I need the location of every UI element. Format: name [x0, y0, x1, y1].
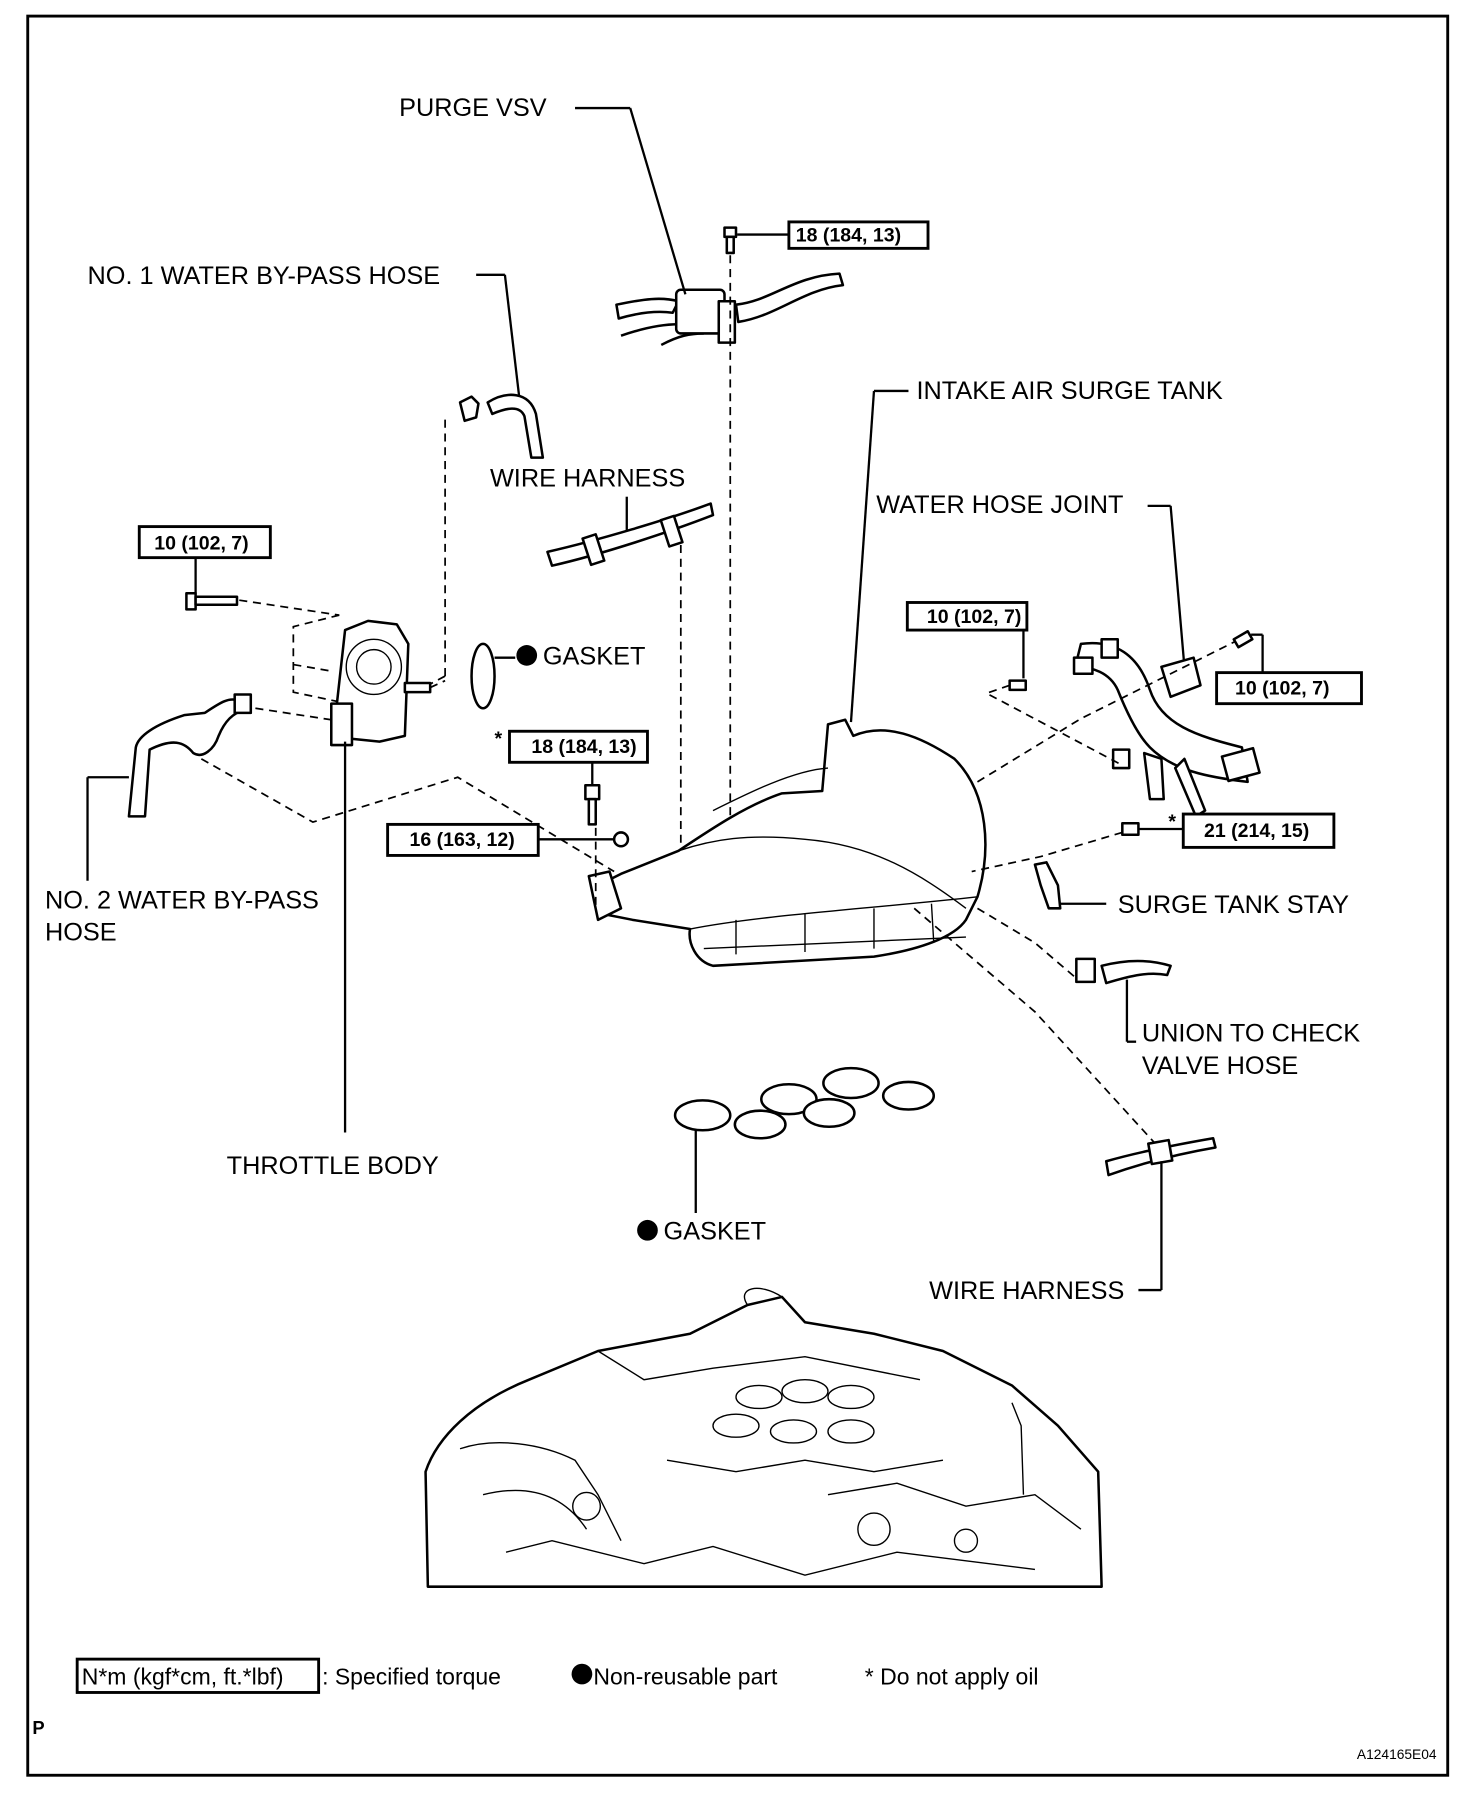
intake-manifold-gasket-part [673, 1066, 936, 1140]
no2-water-bypass-hose [127, 698, 246, 818]
svg-text:10 (102, 7): 10 (102, 7) [927, 606, 1021, 628]
torque-box-purge-vsv [787, 220, 930, 250]
label-wire-harness-bottom: WIRE HARNESS [929, 1277, 1124, 1305]
label-union-line1: UNION TO CHECK [1142, 1020, 1360, 1048]
hose-clamp-icon [233, 693, 253, 715]
hose-clamp-icon [1075, 957, 1096, 984]
intake-air-surge-tank-part [587, 718, 987, 968]
svg-text:10 (102, 7): 10 (102, 7) [1235, 677, 1329, 699]
label-no2-water-bypass-hose-line1: NO. 2 WATER BY-PASS [45, 886, 319, 914]
torque-box-throttle-bolt [137, 525, 272, 560]
svg-text:*: * [1168, 811, 1176, 833]
legend-torque-unit: N*m (kgf*cm, ft.*lbf) [82, 1663, 284, 1689]
label-wire-harness-top: WIRE HARNESS [490, 464, 685, 492]
legend-no-oil: * Do not apply oil [865, 1663, 1039, 1689]
page-frame [26, 14, 1450, 1777]
label-no1-water-bypass-hose: NO. 1 WATER BY-PASS HOSE [88, 262, 441, 290]
bolt-icon [185, 592, 239, 611]
svg-text:18 (184, 13): 18 (184, 13) [531, 736, 636, 758]
bolt-icon [1121, 821, 1140, 837]
nonreusable-dot-icon [516, 645, 538, 666]
torque-box-joint-right [1215, 671, 1363, 706]
purge-vsv-part [615, 272, 845, 347]
label-intake-air-surge-tank: INTAKE AIR SURGE TANK [917, 377, 1223, 405]
bolt-icon [723, 226, 738, 255]
label-gasket-manifold: GASKET [664, 1217, 767, 1245]
svg-text:18 (184, 13): 18 (184, 13) [796, 224, 901, 246]
label-gasket-throttle: GASKET [543, 643, 646, 671]
no1-water-bypass-hose [486, 393, 545, 459]
svg-text:10 (102, 7): 10 (102, 7) [154, 533, 248, 555]
svg-text:21 (214, 15): 21 (214, 15) [1204, 820, 1309, 842]
union-check-valve-hose-part [1100, 959, 1172, 985]
label-water-hose-joint: WATER HOSE JOINT [876, 491, 1123, 519]
nut-icon [612, 831, 630, 848]
svg-text:16 (163, 12): 16 (163, 12) [409, 829, 514, 851]
water-hose-joint-part [1072, 638, 1261, 818]
svg-text:*: * [495, 728, 503, 750]
torque-box-joint-left [905, 601, 1029, 632]
bolt-icon [584, 784, 601, 826]
label-union-line2: VALVE HOSE [1142, 1052, 1298, 1080]
throttle-body-part [330, 619, 432, 747]
legend-nonreusable: Non-reusable part [593, 1663, 778, 1689]
legend-torque-box [75, 1657, 321, 1694]
torque-box-stay-bolt [1181, 812, 1336, 849]
label-purge-vsv: PURGE VSV [399, 94, 547, 122]
label-surge-tank-stay: SURGE TANK STAY [1118, 891, 1349, 919]
engine-block-illustration [424, 1287, 1103, 1588]
bolt-icon [1008, 679, 1028, 692]
bolt-icon [1232, 630, 1254, 649]
figure-id: A124165E04 [1357, 1747, 1437, 1762]
throttle-gasket-part [470, 642, 496, 710]
label-no2-water-bypass-hose-line2: HOSE [45, 919, 117, 947]
hose-clamp-icon [458, 395, 480, 423]
torque-box-tank-bolt [508, 729, 649, 764]
label-throttle-body: THROTTLE BODY [227, 1152, 439, 1180]
surge-tank-stay-part [1033, 861, 1062, 910]
nonreusable-dot-icon [637, 1219, 658, 1241]
torque-box-tank-nut [386, 822, 540, 857]
section-mark: P [32, 1717, 44, 1738]
legend-torque-desc: : Specified torque [322, 1663, 501, 1689]
nonreusable-dot-icon [571, 1663, 593, 1685]
wire-harness-top-part [546, 502, 715, 567]
